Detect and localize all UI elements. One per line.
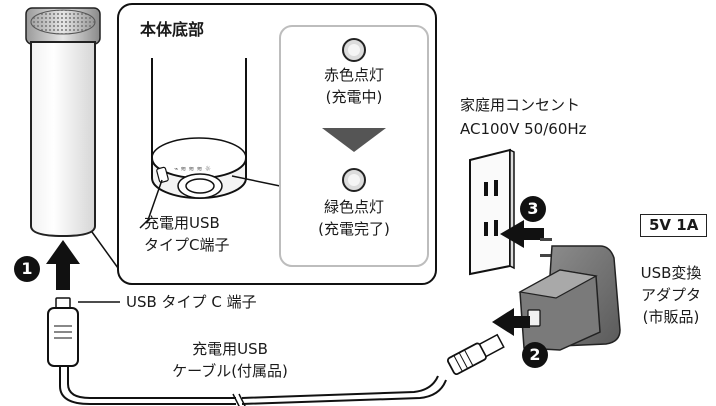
indicator-red-label: 赤色点灯 — [323, 66, 384, 84]
base-panel: ⌁ ≋ ≋ ≋ ☼ — [91, 3, 437, 285]
adapter-label-line2: アダプタ — [640, 286, 701, 304]
step-2-badge: 2 — [522, 342, 548, 368]
port-label-line2: タイプC端子 — [144, 236, 230, 254]
cable-label-line1: 充電用USB — [192, 340, 268, 358]
usb-cable — [59, 333, 505, 406]
wall-outlet — [469, 148, 515, 276]
shaver-device — [25, 7, 101, 238]
indicator-green-sublabel: (充電完了) — [318, 220, 390, 238]
adapter-label-line3: (市販品) — [642, 308, 700, 326]
step-3-badge: 3 — [520, 196, 546, 222]
step1-arrow — [46, 240, 80, 290]
usb-c-connector — [47, 297, 120, 367]
connector-label: USB タイプ C 端子 — [126, 293, 257, 311]
adapter-spec-badge: 5V 1A — [640, 214, 708, 237]
usb-adapter — [518, 238, 621, 351]
port-label-line1: 充電用USB — [144, 214, 220, 232]
indicator-red-sublabel: (充電中) — [325, 88, 383, 106]
step3-arrow — [500, 220, 544, 248]
adapter-label-line1: USB変換 — [640, 264, 702, 282]
svg-text:⌁ ≋ ≋ ≋ ☼: ⌁ ≋ ≋ ≋ ☼ — [174, 165, 211, 173]
base-panel-title: 本体底部 — [140, 20, 205, 39]
indicator-green-label: 緑色点灯 — [323, 198, 384, 216]
outlet-label-line2: AC100V 50/60Hz — [460, 120, 587, 138]
step2-arrow — [492, 308, 530, 336]
step-1-badge: 1 — [14, 256, 40, 282]
cable-label-line2: ケーブル(付属品) — [172, 362, 288, 380]
outlet-label-line1: 家庭用コンセント — [460, 96, 581, 114]
